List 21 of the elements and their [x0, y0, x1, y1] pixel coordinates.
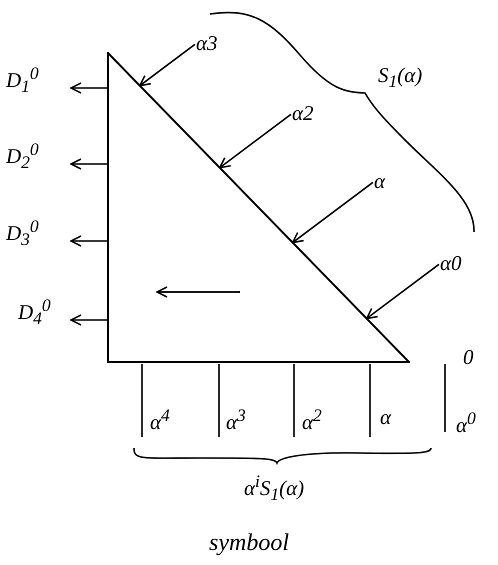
cell-label: α$^{3}$: [226, 404, 246, 435]
caption: symbool: [209, 530, 289, 556]
arrow: [70, 82, 107, 94]
arrow: [70, 158, 107, 170]
brace-label: S$_{1}$(α): [378, 62, 422, 94]
brace-label: α$^{i}$S$_{1}$(α): [244, 470, 304, 506]
input-label: α: [374, 168, 404, 194]
cell-label: α: [380, 404, 392, 430]
cell-label: α$^{2}$: [302, 404, 322, 435]
arrow: [70, 235, 107, 247]
arrow: [366, 264, 440, 320]
arrow: [292, 182, 374, 244]
arrow: [70, 314, 107, 326]
input-label: α3: [196, 30, 236, 56]
input-label: α2: [292, 100, 332, 126]
value-label: α$^{0}$: [456, 407, 476, 438]
value-label: 0: [463, 344, 474, 370]
arrow: [139, 44, 196, 86]
cell-label: α$^{4}$: [150, 404, 170, 435]
input-label: α0: [440, 250, 484, 276]
arrow: [218, 114, 292, 169]
